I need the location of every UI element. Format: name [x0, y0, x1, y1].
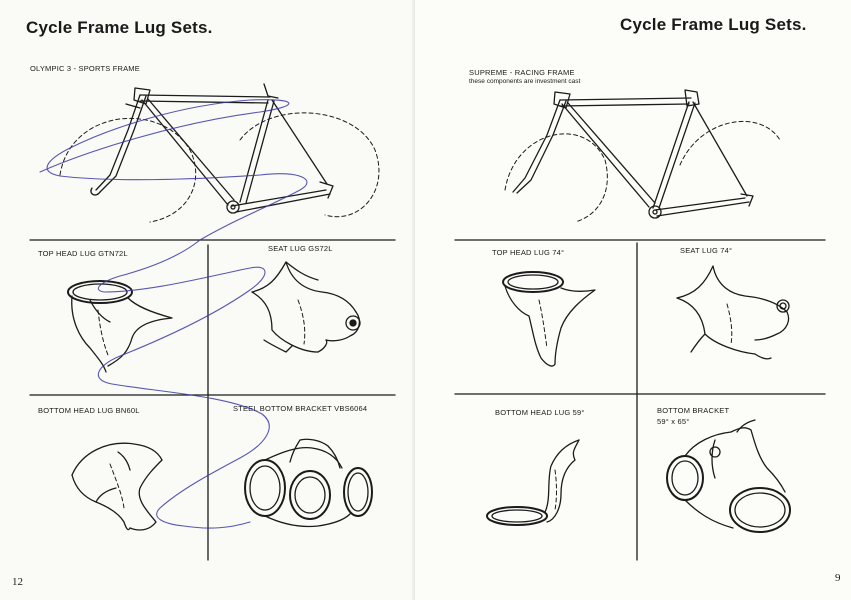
right-bottom-head-lug-drawing: [486, 439, 580, 526]
left-page-illustrations: [29, 83, 396, 561]
right-page: Cycle Frame Lug Sets. SUPREME - RACING F…: [415, 0, 851, 600]
bottom-head-lug-label: BOTTOM HEAD LUG BN60L: [38, 406, 140, 415]
right-seat-lug-drawing: [676, 265, 790, 360]
right-bottom-head-lug-label: BOTTOM HEAD LUG 59°: [495, 408, 585, 417]
right-page-title: Cycle Frame Lug Sets.: [620, 15, 807, 34]
right-page-illustrations: [454, 89, 826, 561]
racing-frame-drawing: [504, 89, 781, 223]
right-bottom-bracket-angles: 59° x 65°: [657, 417, 690, 426]
investment-cast-note: these components are investment cast: [469, 78, 581, 85]
seat-lug-label: SEAT LUG GS72L: [268, 244, 333, 253]
steel-bottom-bracket-label: STEEL BOTTOM BRACKET VBS6064: [233, 404, 368, 413]
left-page: Cycle Frame Lug Sets. OLYMPIC 3 - SPORTS…: [0, 0, 415, 600]
bottom-head-lug-drawing: [71, 442, 163, 531]
supreme-frame-label: SUPREME - RACING FRAME: [469, 68, 575, 77]
right-bottom-bracket-drawing: [666, 419, 791, 533]
right-seat-lug-label: SEAT LUG 74°: [680, 246, 733, 255]
right-page-number: 9: [835, 572, 841, 584]
right-top-head-lug-label: TOP HEAD LUG 74°: [492, 248, 565, 257]
left-page-title: Cycle Frame Lug Sets.: [26, 18, 213, 37]
top-head-lug-label: TOP HEAD LUG GTN72L: [38, 249, 128, 258]
seat-lug-drawing: [251, 261, 361, 353]
left-page-number: 12: [12, 576, 23, 588]
pen-scribble: [39, 99, 308, 529]
steel-bottom-bracket-drawing: [244, 438, 373, 528]
olympic-frame-label: OLYMPIC 3 - SPORTS FRAME: [30, 64, 140, 73]
right-bottom-bracket-label: BOTTOM BRACKET: [657, 406, 730, 415]
right-top-head-lug-drawing: [502, 271, 596, 367]
sports-frame-drawing: [59, 83, 380, 223]
